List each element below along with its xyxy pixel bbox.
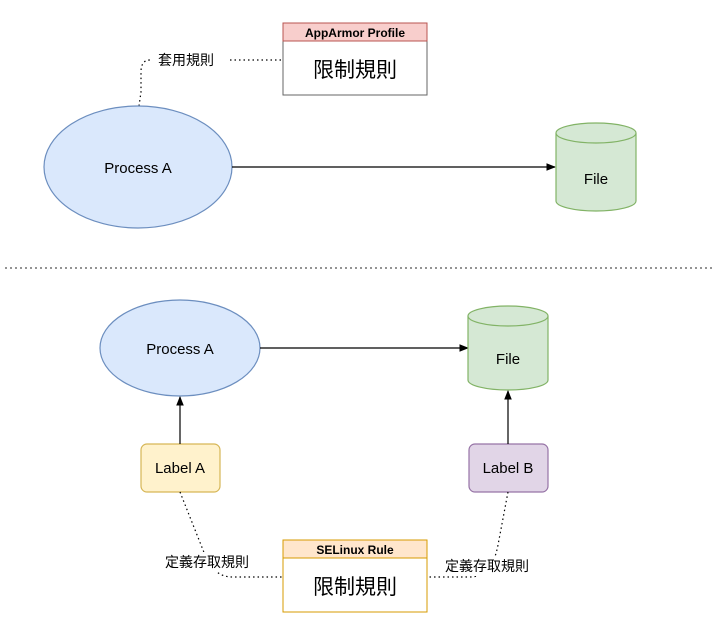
top-process-label: Process A — [104, 160, 172, 177]
right-rule-connector — [428, 491, 509, 578]
selinux-rule-body: 限制規則 — [313, 575, 397, 599]
apply-rule-label: 套用規則 — [158, 53, 214, 69]
apply-rule-connector — [138, 59, 151, 107]
bottom-process-label: Process A — [146, 341, 214, 358]
label-a-text: Label A — [155, 460, 205, 477]
bottom-process-node[interactable]: Process A — [99, 299, 261, 397]
label-b-node[interactable]: Label B — [468, 443, 549, 493]
label-b-text: Label B — [483, 460, 534, 477]
right-rule-label: 定義存取規則 — [445, 558, 529, 575]
label-a-node[interactable]: Label A — [140, 443, 221, 493]
apparmor-profile-title: AppArmor Profile — [305, 26, 405, 40]
top-file-node[interactable]: File — [555, 122, 637, 212]
selinux-rule-header — [282, 539, 428, 559]
bottom-file-label: File — [496, 351, 520, 368]
selinux-rule-title: SELinux Rule — [316, 543, 394, 557]
apparmor-profile-body: 限制規則 — [313, 58, 397, 82]
top-file-label: File — [584, 171, 608, 188]
selinux-rule-box[interactable]: SELinux Rule 限制規則 — [282, 539, 428, 613]
left-rule-label-bg — [162, 552, 266, 572]
left-rule-label: 定義存取規則 — [165, 554, 249, 571]
right-rule-label-bg — [442, 556, 546, 576]
bottom-file-node[interactable]: File — [467, 305, 549, 391]
apparmor-profile-header — [282, 22, 428, 42]
apparmor-profile-box[interactable]: AppArmor Profile 限制規則 — [282, 22, 428, 96]
top-process-node[interactable]: Process A — [43, 105, 233, 229]
